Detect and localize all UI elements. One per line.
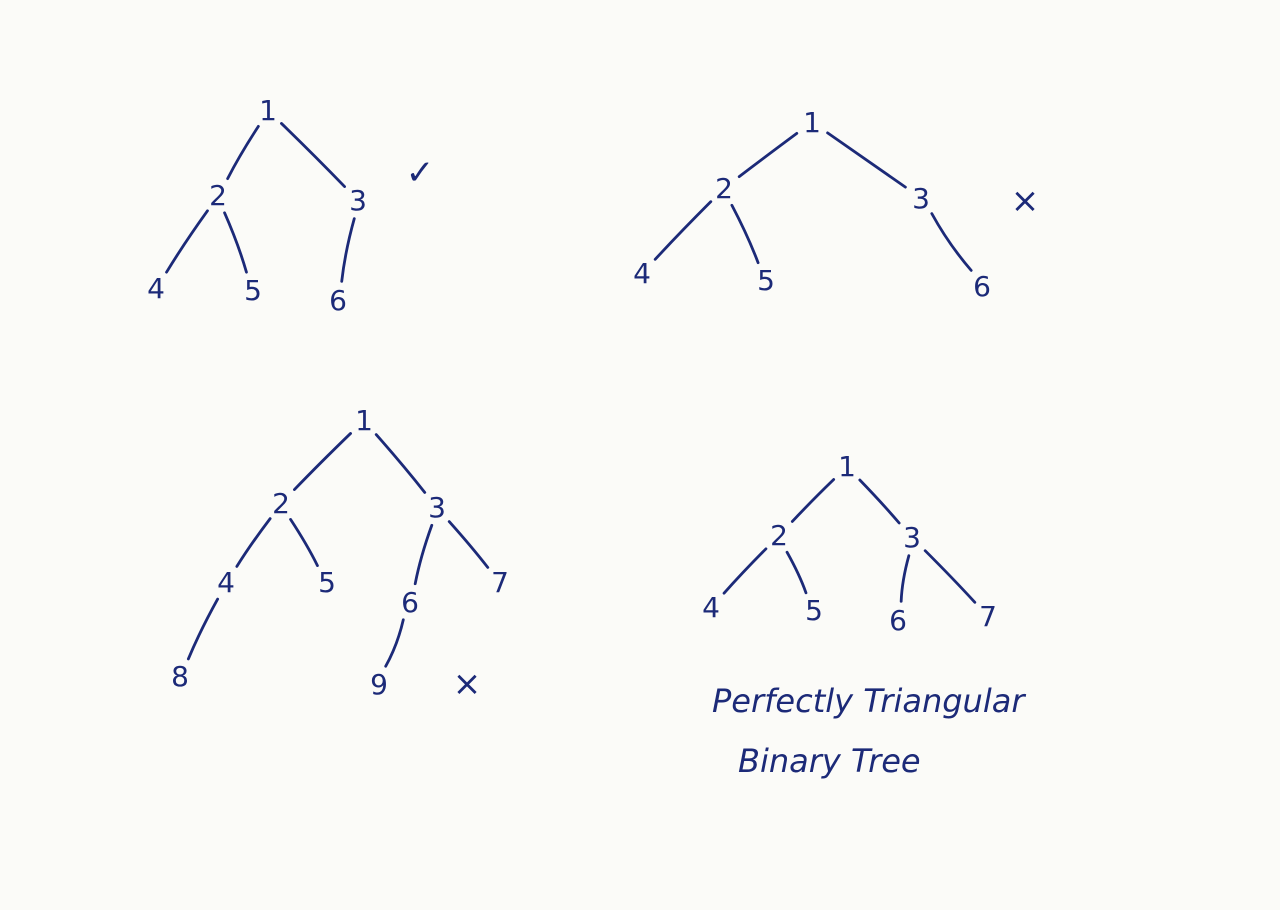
edge-1-2	[226, 124, 260, 181]
node-3: 3	[428, 491, 446, 524]
edge-2-4	[653, 200, 713, 261]
node-4: 4	[702, 591, 720, 624]
node-9: 9	[370, 668, 388, 701]
edge-2-5	[223, 211, 248, 274]
edge-1-3	[858, 478, 901, 525]
tree-1: 1 2 3 4 5 6 ✓	[147, 94, 434, 317]
trees-layer: 1 2 3 4 5 6 ✓ 1 2 3 4 5 6 × 1 2 3 4 5 6 7 8 9 × 1 2 3 4 5 6 7	[147, 94, 1039, 704]
edge-2-5	[289, 518, 319, 567]
node-4: 4	[633, 257, 651, 290]
caption-line-1: Perfectly Triangular	[712, 682, 1026, 720]
node-1: 1	[355, 404, 373, 437]
edge-2-5	[730, 203, 760, 265]
node-1: 1	[803, 106, 821, 139]
edge-1-3	[826, 131, 907, 189]
node-5: 5	[318, 566, 336, 599]
node-6: 6	[973, 270, 991, 303]
edge-1-2	[737, 132, 799, 178]
node-3: 3	[903, 521, 921, 554]
cross-mark-icon: ×	[1011, 181, 1040, 221]
node-5: 5	[757, 264, 775, 297]
edge-1-3	[374, 433, 427, 494]
node-1: 1	[259, 94, 277, 127]
node-3: 3	[912, 182, 930, 215]
node-2: 2	[209, 179, 227, 212]
node-2: 2	[272, 487, 290, 520]
caption: Perfectly Triangular Binary Tree	[712, 682, 1026, 780]
node-5: 5	[244, 274, 262, 307]
edge-3-6	[340, 217, 356, 283]
node-6: 6	[889, 604, 907, 637]
edge-3-6	[413, 523, 434, 586]
edge-1-3	[280, 122, 346, 188]
node-7: 7	[491, 566, 509, 599]
edge-4-8	[186, 597, 220, 661]
edge-2-5	[785, 550, 808, 595]
node-6: 6	[329, 284, 347, 317]
cross-mark-icon: ×	[453, 664, 482, 704]
check-mark-icon: ✓	[406, 153, 435, 193]
edge-3-7	[923, 549, 977, 604]
node-4: 4	[217, 566, 235, 599]
node-2: 2	[715, 172, 733, 205]
tree-3: 1 2 3 4 5 6 7 8 9 ×	[171, 404, 509, 704]
node-3: 3	[349, 184, 367, 217]
edge-3-7	[447, 520, 490, 569]
edge-3-6	[899, 554, 911, 603]
edge-2-4	[722, 547, 768, 595]
edge-2-4	[235, 517, 272, 568]
edge-2-4	[165, 209, 209, 274]
edge-3-6	[930, 212, 973, 272]
edge-1-2	[293, 432, 352, 491]
node-2: 2	[770, 519, 788, 552]
node-5: 5	[805, 594, 823, 627]
node-7: 7	[979, 600, 997, 633]
node-6: 6	[401, 586, 419, 619]
edge-1-2	[790, 478, 836, 523]
node-1: 1	[838, 450, 856, 483]
tree-2: 1 2 3 4 5 6 ×	[633, 106, 1039, 303]
caption-line-2: Binary Tree	[738, 742, 921, 780]
tree-4: 1 2 3 4 5 6 7	[702, 450, 997, 637]
node-4: 4	[147, 272, 165, 305]
edge-6-9	[384, 618, 405, 668]
node-8: 8	[171, 660, 189, 693]
